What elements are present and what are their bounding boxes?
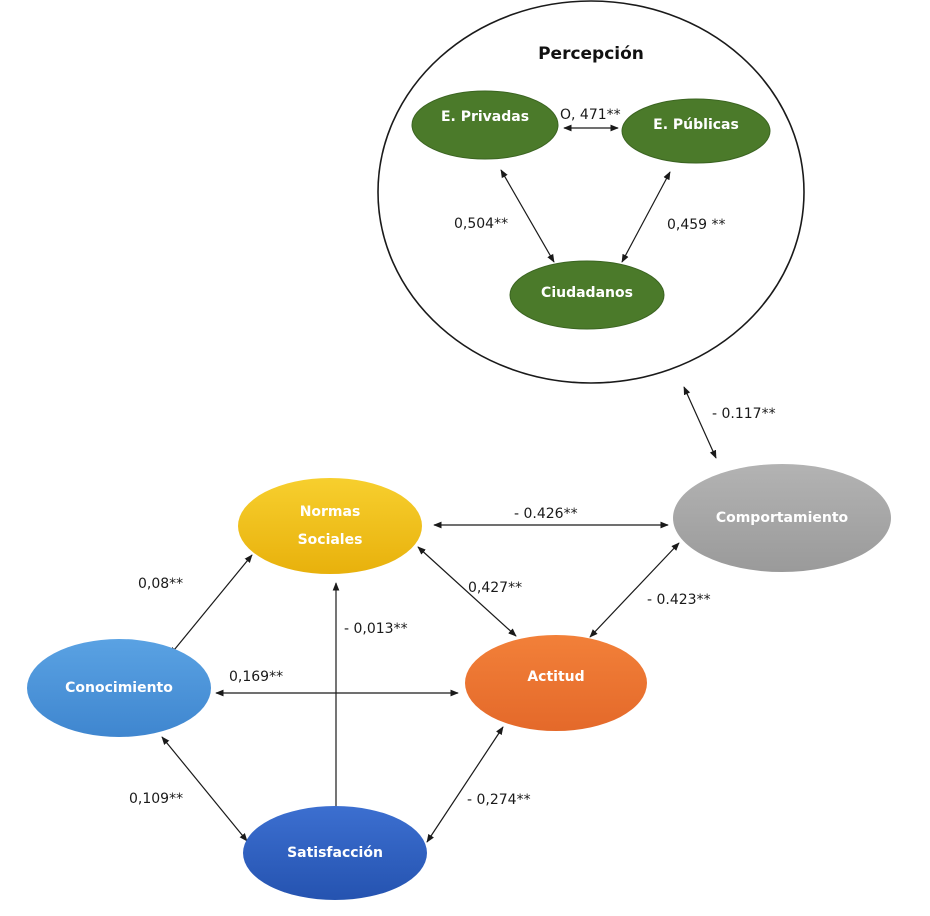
label-actitud-comportamiento: - 0.423** bbox=[647, 592, 711, 608]
svg-text:Satisfacción: Satisfacción bbox=[287, 845, 383, 861]
edge-normas-conocimiento bbox=[169, 554, 253, 656]
percepcion-circle bbox=[377, 0, 805, 384]
label-normas-comportamiento: - 0.426** bbox=[514, 506, 578, 522]
node-normas-sociales: Normas Sociales bbox=[238, 478, 422, 574]
node-publicas: E. Públicas bbox=[621, 98, 771, 164]
node-actitud: Actitud bbox=[465, 635, 647, 731]
edge-percepcion-comportamiento bbox=[683, 386, 717, 459]
node-comportamiento: Comportamiento bbox=[673, 464, 891, 572]
svg-text:Comportamiento: Comportamiento bbox=[716, 510, 849, 526]
label-conocimiento-actitud: 0,169** bbox=[229, 669, 283, 685]
svg-text:Actitud: Actitud bbox=[527, 669, 584, 685]
edge-publicas-ciudadanos bbox=[621, 171, 671, 263]
label-normas-conocimiento: 0,08** bbox=[138, 576, 183, 592]
svg-text:Sociales: Sociales bbox=[298, 532, 363, 548]
label-privadas-ciudadanos: 0,504** bbox=[454, 216, 508, 232]
label-normas-satisfaccion: - 0,013** bbox=[344, 621, 408, 637]
percepcion-title: Percepción bbox=[538, 44, 644, 64]
edge-normas-actitud bbox=[417, 546, 517, 637]
label-privadas-publicas: O, 471** bbox=[560, 107, 621, 123]
node-satisfaccion: Satisfacción bbox=[243, 806, 427, 900]
edge-actitud-comportamiento bbox=[589, 542, 680, 638]
edge-actitud-satisfaccion bbox=[426, 726, 504, 843]
node-privadas: E. Privadas bbox=[411, 90, 559, 160]
label-percepcion-comportamiento: - 0.117** bbox=[712, 406, 776, 422]
label-normas-actitud: 0,427** bbox=[468, 580, 522, 596]
svg-text:Ciudadanos: Ciudadanos bbox=[541, 285, 633, 301]
label-conocimiento-satisfaccion: 0,109** bbox=[129, 791, 183, 807]
edge-privadas-ciudadanos bbox=[500, 169, 555, 263]
label-publicas-ciudadanos: 0,459 ** bbox=[667, 217, 726, 233]
edge-conocimiento-satisfaccion bbox=[161, 736, 248, 842]
svg-text:E. Privadas: E. Privadas bbox=[441, 109, 529, 125]
label-actitud-satisfaccion: - 0,274** bbox=[467, 792, 531, 808]
node-ciudadanos: Ciudadanos bbox=[509, 260, 665, 330]
node-conocimiento: Conocimiento bbox=[27, 639, 211, 737]
svg-text:Normas: Normas bbox=[300, 504, 361, 520]
svg-text:E. Públicas: E. Públicas bbox=[653, 117, 739, 133]
svg-text:Conocimiento: Conocimiento bbox=[65, 680, 173, 696]
